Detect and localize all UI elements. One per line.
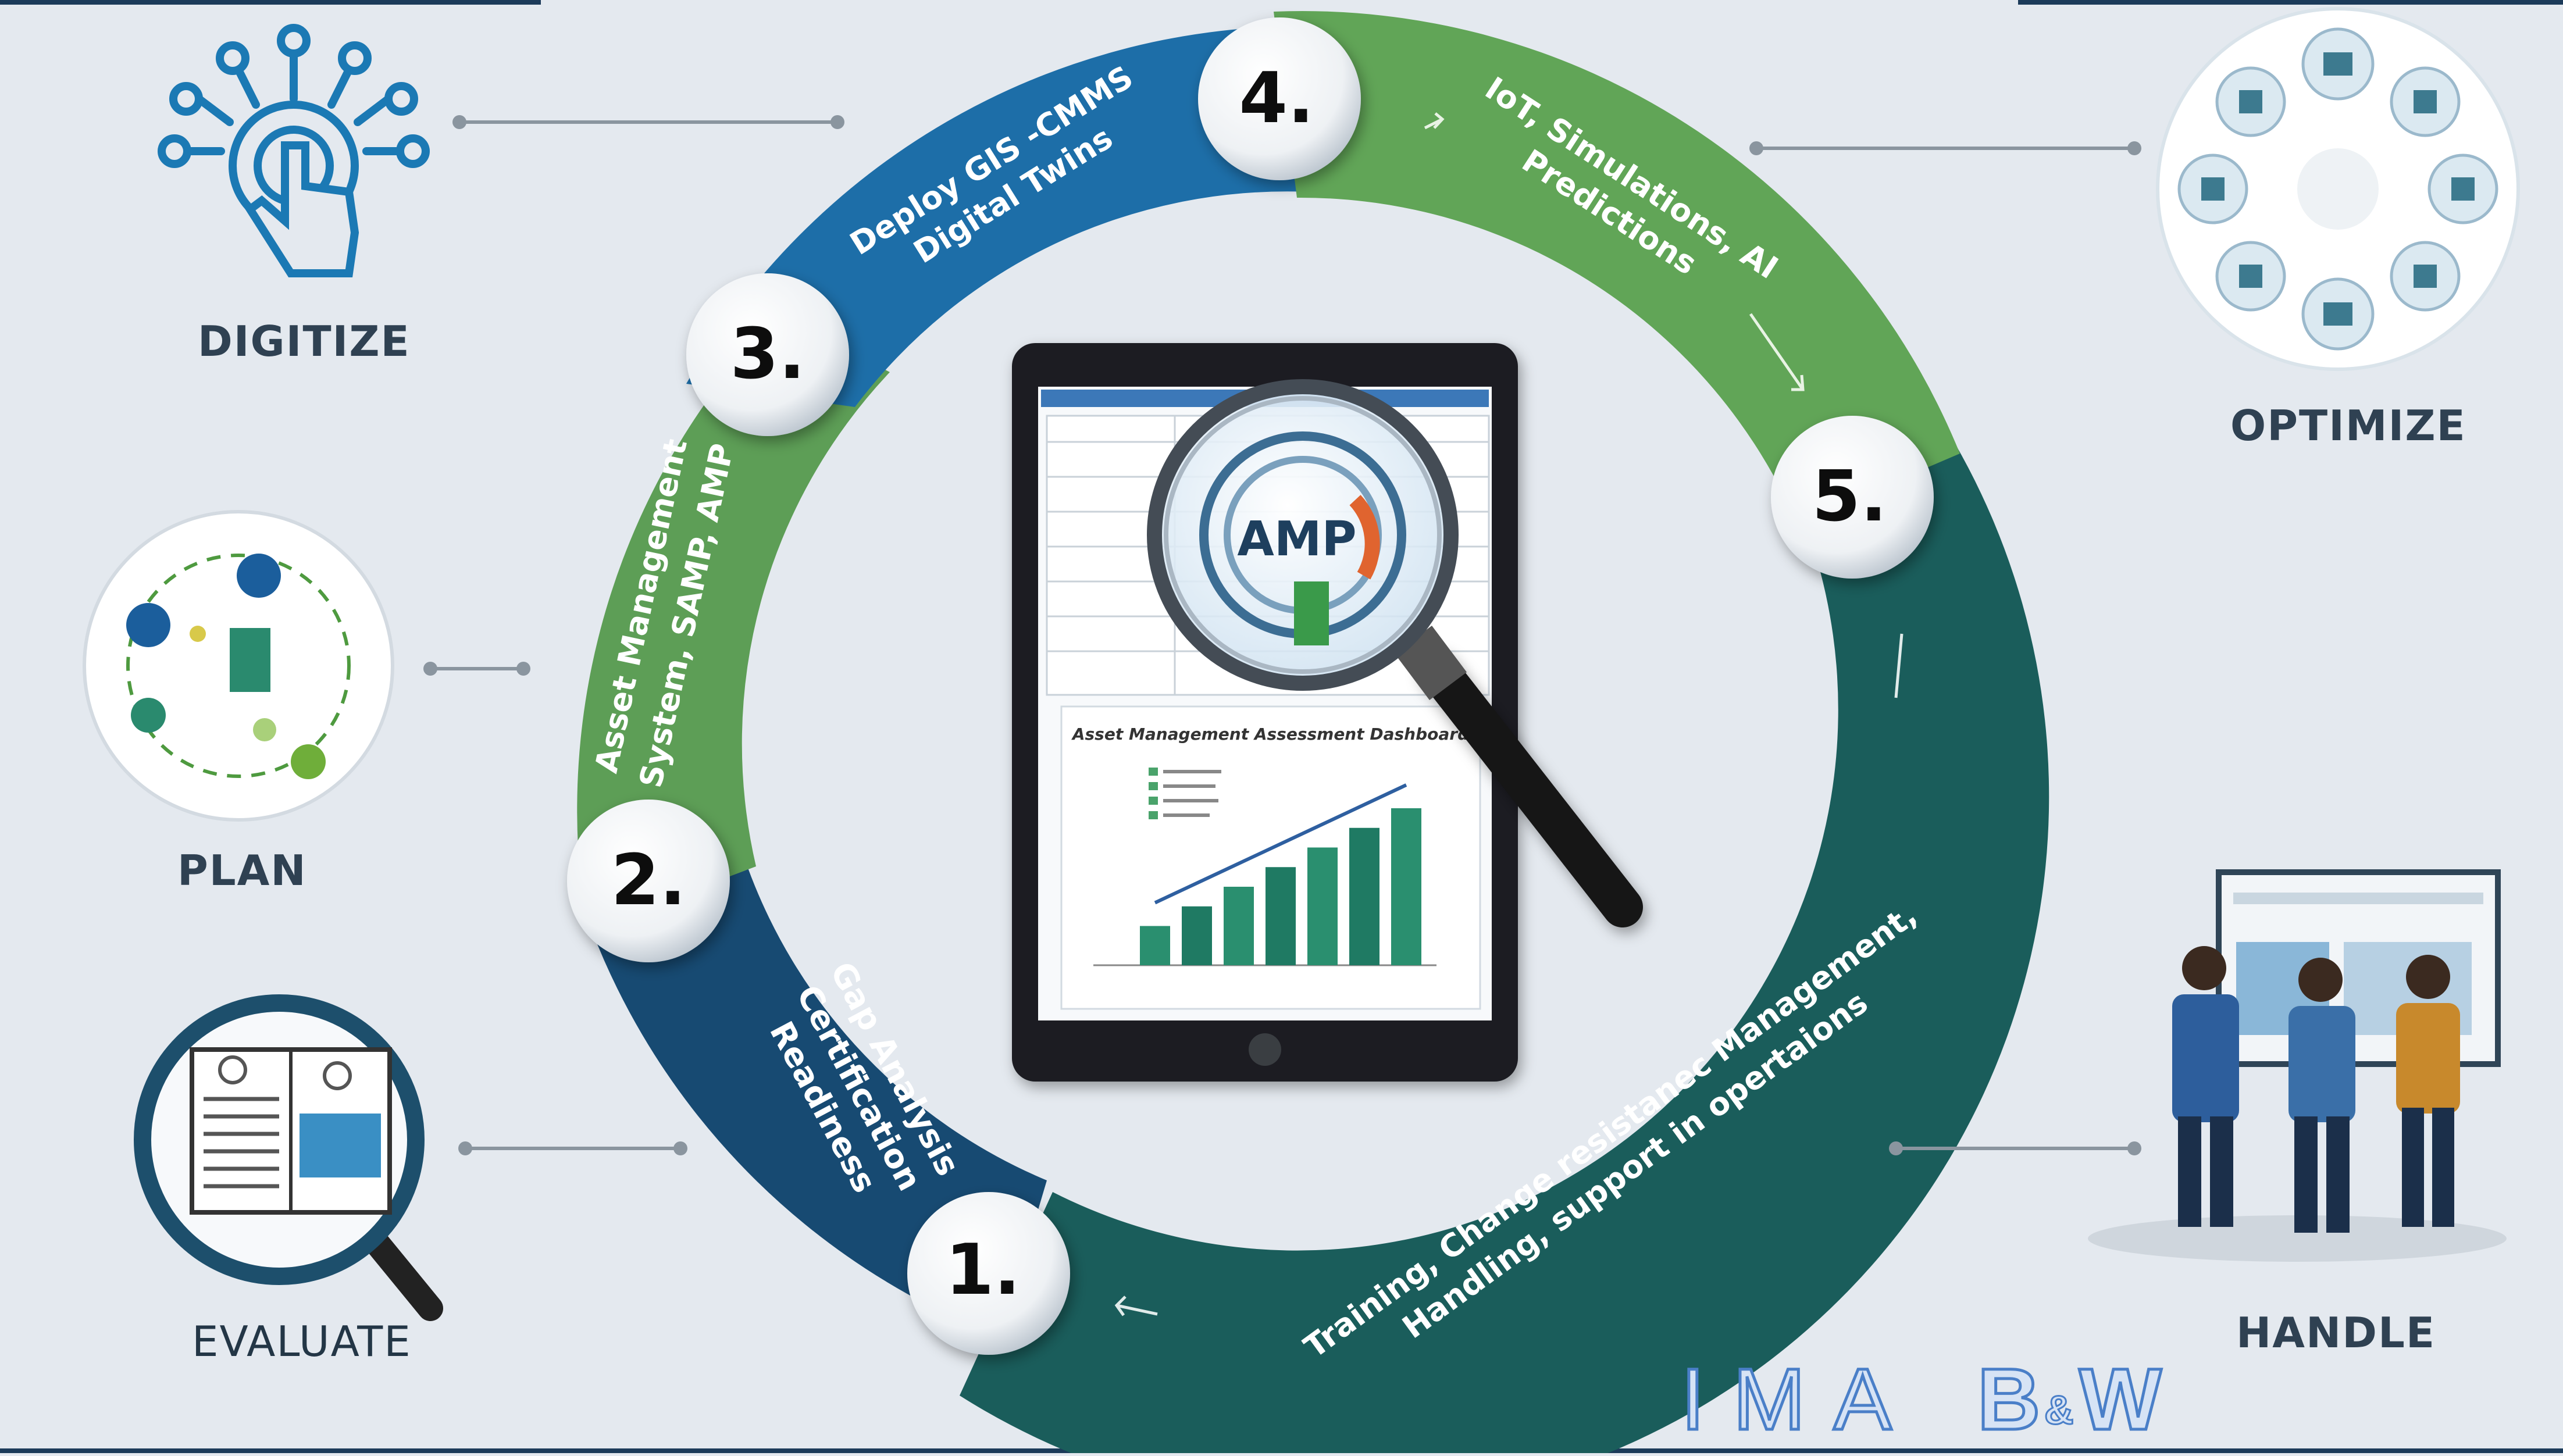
- brand-ampersand: &: [2044, 1387, 2075, 1434]
- plan-icon: [83, 510, 394, 822]
- magnifier: AMP: [1147, 379, 1643, 927]
- tablet-bar: [1391, 808, 1421, 965]
- badge-5: 5.: [1771, 416, 1934, 579]
- magnifier-text: AMP: [1237, 512, 1356, 567]
- phase-evaluate-label: EVALUATE: [192, 1317, 412, 1366]
- tablet-bar: [1140, 926, 1170, 965]
- phase-handle-label: HANDLE: [2236, 1308, 2436, 1357]
- badge-3: 3.: [686, 273, 849, 436]
- badge-1-number: 1.: [945, 1230, 1020, 1311]
- badge-5-number: 5.: [1812, 456, 1887, 537]
- badge-2-number: 2.: [611, 840, 686, 921]
- badge-1: 1.: [907, 1192, 1070, 1355]
- optimize-icon: [2156, 7, 2520, 371]
- badge-4: 4.: [1198, 17, 1361, 180]
- badge-3-number: 3.: [730, 314, 805, 395]
- digitize-icon: [158, 24, 430, 277]
- tablet-trend-line: [1154, 783, 1407, 905]
- ring-segment-5: [960, 442, 2049, 1456]
- evaluate-icon: [134, 994, 443, 1321]
- connector-lines: [430, 120, 2134, 1150]
- brand-b: B: [1976, 1349, 2041, 1450]
- tablet-chart-title: Asset Management Assessment Dashboard: [1071, 725, 1470, 744]
- brand-w: W: [2078, 1349, 2163, 1450]
- tablet-bar-chart: [1140, 808, 1421, 965]
- tablet-bar: [1266, 867, 1296, 965]
- brand-ima: IMA: [1680, 1349, 1920, 1450]
- arrow-step-4: [1424, 112, 1805, 391]
- ring-segment-4: [1274, 10, 1960, 524]
- tablet-home-button: [1249, 1033, 1281, 1066]
- handle-icon: [2088, 869, 2507, 1262]
- arrow-step-5: [1114, 633, 1903, 1316]
- phase-optimize-label: OPTIMIZE: [2230, 401, 2466, 450]
- tablet-bar: [1224, 887, 1254, 965]
- tablet-bar: [1307, 847, 1338, 965]
- ring-segment-2: [577, 314, 890, 930]
- badge-4-number: 4.: [1239, 58, 1314, 139]
- phase-plan-label: PLAN: [177, 846, 307, 895]
- tablet-bar: [1349, 827, 1379, 965]
- ring-segment-3: [686, 26, 1309, 407]
- badge-2: 2.: [567, 800, 730, 962]
- phase-digitize-label: DIGITIZE: [198, 317, 411, 366]
- tablet-bar: [1182, 906, 1212, 965]
